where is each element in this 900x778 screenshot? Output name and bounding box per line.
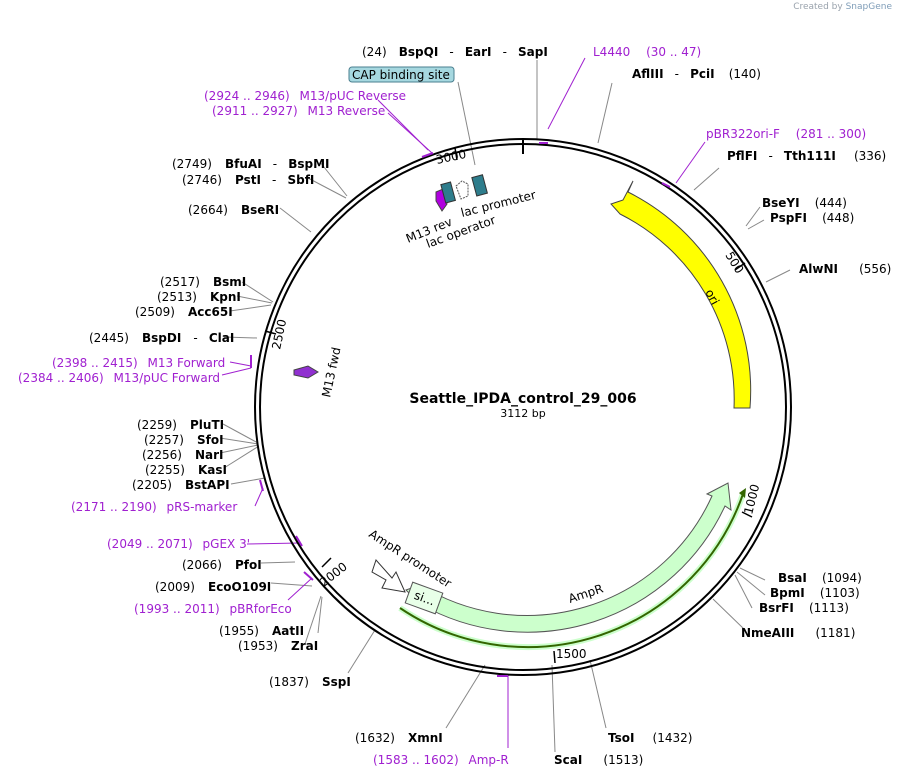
site-zrai[interactable]: (1953) ZraI <box>238 635 318 654</box>
site-xmni[interactable]: (1632) XmnI <box>355 727 443 746</box>
site-bsrfi[interactable]: BsrFI (1113) <box>759 597 849 616</box>
site-nari[interactable]: (2256) NarI <box>142 444 224 463</box>
ori-label: ori <box>702 287 722 307</box>
site-sspi[interactable]: (1837) SspI <box>269 671 351 690</box>
site-bseyi[interactable]: BseYI (444) <box>762 192 847 211</box>
tick-2500: 2500 <box>269 318 289 351</box>
primer-pbr322ori[interactable]: pBR322ori-F (281 .. 300) <box>706 127 866 141</box>
cap-label: CAP binding site <box>352 68 450 82</box>
m13-fwd-label: M13 fwd <box>319 346 343 399</box>
site-bseri[interactable]: (2664) BseRI <box>188 199 279 218</box>
site-nmeaiii[interactable]: NmeAIII (1181) <box>741 622 855 641</box>
primer-pgex3[interactable]: (2049 .. 2071) pGEX 3' <box>107 537 250 551</box>
ampr-feature: AmpR si... <box>398 482 746 651</box>
ori-feature: ori <box>610 180 752 409</box>
plasmid-name: Seattle_IPDA_control_29_006 <box>409 391 636 407</box>
site-acc65i[interactable]: (2509) Acc65I <box>135 301 233 320</box>
site-pflfi[interactable]: PflFI - Tth111I (336) <box>727 145 886 164</box>
cap-binding-site[interactable]: CAP binding site <box>348 66 455 83</box>
primer-prs-marker[interactable]: (2171 .. 2190) pRS-marker <box>71 500 237 514</box>
site-bspdi[interactable]: (2445) BspDI - ClaI <box>89 327 234 346</box>
lac-promoter-label: lac promoter <box>459 188 537 220</box>
site-kpni[interactable]: (2513) KpnI <box>157 286 241 305</box>
site-afliii[interactable]: AflIII - PciI (140) <box>632 63 761 82</box>
primer-m13-puc-rev[interactable]: (2924 .. 2946) M13/pUC Reverse <box>204 89 406 103</box>
primer-leaders <box>221 57 706 748</box>
ampr-promoter-label: AmpR promoter <box>366 527 454 591</box>
tick-2000: 2000 <box>317 560 350 590</box>
site-bstapi[interactable]: (2205) BstAPI <box>132 474 230 493</box>
m13-fwd-feature: M13 fwd <box>293 346 344 399</box>
site-ecoo109i[interactable]: (2009) EcoO109I <box>155 576 271 595</box>
site-bsmi[interactable]: (2517) BsmI <box>160 271 246 290</box>
site-alwni[interactable]: AlwNI (556) <box>799 258 891 277</box>
tick-1000: 1000 <box>741 483 762 516</box>
primer-m13-fwd[interactable]: (2398 .. 2415) M13 Forward <box>52 356 225 370</box>
site-sfoi[interactable]: (2257) SfoI <box>144 429 224 448</box>
site-bsai[interactable]: BsaI (1094) <box>778 567 862 586</box>
credit-brand: SnapGene <box>845 2 892 12</box>
signal-label: si... <box>412 588 437 608</box>
site-pluti[interactable]: (2259) PluTI <box>137 414 224 433</box>
site-labels: (24) BspQI - EarI - SapI AflIII - PciI (… <box>89 41 891 768</box>
primer-m13-puc-fwd[interactable]: (2384 .. 2406) M13/pUC Forward <box>18 371 220 385</box>
primer-pbrforeco[interactable]: (1993 .. 2011) pBRforEco <box>134 602 292 616</box>
primer-labels: L4440 (30 .. 47) pBR322ori-F (281 .. 300… <box>18 45 866 767</box>
leader-lines <box>219 60 791 753</box>
site-bpmi[interactable]: BpmI (1103) <box>770 582 860 601</box>
primer-ampr[interactable]: (1583 .. 1602) Amp-R <box>373 753 509 767</box>
tick-1500: 1500 <box>556 647 587 661</box>
site-scai[interactable]: ScaI (1513) <box>554 749 643 768</box>
site-kasi[interactable]: (2255) KasI <box>145 459 227 478</box>
plasmid-title: Seattle_IPDA_control_29_006 3112 bp <box>409 391 636 420</box>
ampr-promoter: AmpR promoter <box>366 527 454 593</box>
primer-marks <box>250 142 671 677</box>
site-pspfi[interactable]: PspFI (448) <box>770 207 854 226</box>
position-ticks <box>264 147 753 664</box>
tick-3000: 3000 <box>435 147 468 167</box>
site-tsoi[interactable]: TsoI (1432) <box>608 727 692 746</box>
plasmid-size: 3112 bp <box>500 407 545 420</box>
site-psti[interactable]: (2746) PstI - SbfI <box>182 169 314 188</box>
site-bfuai[interactable]: (2749) BfuAI - BspMI <box>172 153 330 172</box>
primer-l4440[interactable]: L4440 (30 .. 47) <box>593 45 701 59</box>
site-aatii[interactable]: (1955) AatII <box>219 620 304 639</box>
snapgene-credit: Created by SnapGene <box>793 2 892 12</box>
primer-m13-rev[interactable]: (2911 .. 2927) M13 Reverse <box>212 104 385 118</box>
site-pfoi[interactable]: (2066) PfoI <box>182 554 262 573</box>
lac-cluster: M13 rev lac operator lac promoter <box>404 174 537 251</box>
site-bspqi[interactable]: (24) BspQI - EarI - SapI <box>362 41 548 60</box>
credit-prefix: Created by <box>793 2 843 12</box>
